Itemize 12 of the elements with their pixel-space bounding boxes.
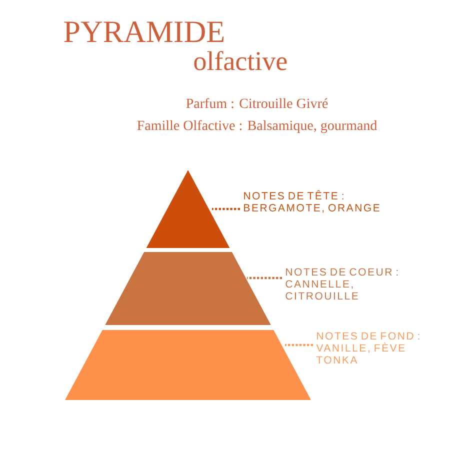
note-text: NOTES DE COEUR : CANNELLE, CITROUILLE	[286, 268, 398, 300]
title: PYRAMIDE olfactive	[64, 22, 287, 70]
subtitle: Parfum : Citrouille Givré	[186, 98, 328, 108]
pyramid-tier	[65, 330, 311, 400]
pyramid-tier	[146, 170, 230, 248]
pyramid-tier	[105, 252, 271, 325]
leader-line	[247, 276, 282, 280]
leader-line	[212, 208, 240, 210]
leader-line	[285, 344, 313, 346]
note-text: NOTES DE FOND : VANILLE, FÈVE TONKA	[316, 332, 420, 364]
note-text: NOTES DE TÊTE : BERGAMOTE, ORANGE	[244, 190, 380, 213]
subtitle: Famille Olfactive : Balsamique, gourmand	[137, 120, 377, 134]
